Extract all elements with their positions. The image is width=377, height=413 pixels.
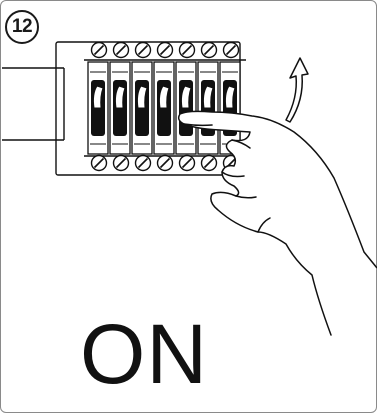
step-number: 12 (12, 16, 32, 38)
breaker-switches (88, 62, 240, 154)
terminal-screws-top (92, 43, 239, 58)
breaker-module (110, 62, 130, 154)
screw-icon (180, 156, 195, 171)
up-arrow-icon (286, 58, 308, 122)
screw-icon (114, 156, 129, 171)
screw-icon (92, 43, 107, 58)
screw-icon (136, 156, 151, 171)
screw-icon (158, 156, 173, 171)
switch-state-label: ON (80, 312, 208, 396)
screw-icon (202, 156, 217, 171)
breaker-module (198, 62, 218, 154)
screw-icon (114, 43, 129, 58)
screw-icon (92, 156, 107, 171)
breaker-module (176, 62, 196, 154)
breaker-module (88, 62, 108, 154)
step-number-badge: 12 (5, 10, 39, 44)
terminal-screws-bottom (92, 156, 239, 171)
breaker-module (132, 62, 152, 154)
screw-icon (224, 43, 239, 58)
housing-icon (2, 68, 64, 140)
screw-icon (136, 43, 151, 58)
screw-icon (180, 43, 195, 58)
screw-icon (158, 43, 173, 58)
screw-icon (202, 43, 217, 58)
breaker-module (154, 62, 174, 154)
